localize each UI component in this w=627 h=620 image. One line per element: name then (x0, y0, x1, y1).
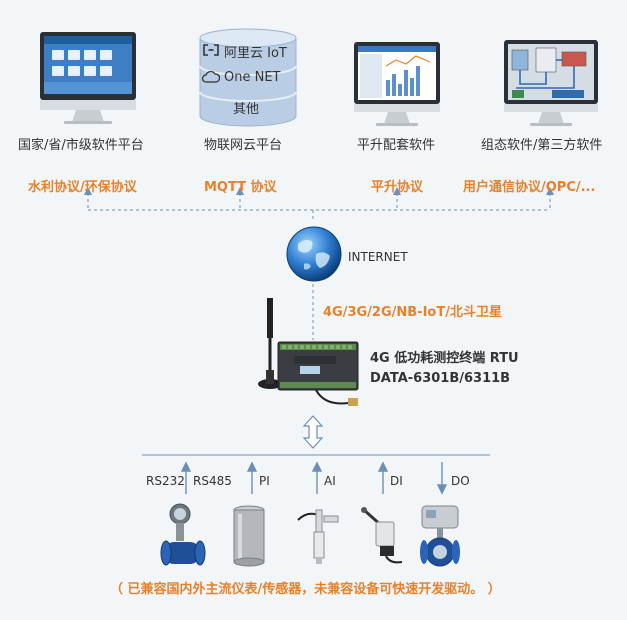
monitor-icon (354, 42, 440, 126)
flowmeter-icon (160, 503, 206, 566)
network-label: 4G/3G/2G/NB-IoT/北斗卫星 (323, 305, 502, 320)
interface-label-do: DO (451, 474, 470, 488)
pressure-sensor-icon (297, 509, 339, 564)
protocol-label-mqtt: MQTT 协议 (204, 180, 277, 195)
rtu-name: 4G 低功耗测控终端 RTU (370, 351, 519, 366)
platform-label-iot-cloud: 物联网云平台 (204, 138, 283, 153)
globe-icon (286, 226, 342, 282)
db-item-onenet: One NET (224, 70, 281, 85)
rtu-model: DATA-6301B/6311B (370, 371, 511, 386)
rtu-device-icon (258, 298, 359, 406)
interface-label-di: DI (390, 474, 403, 488)
compatibility-note: （ 已兼容国内外主流仪表/传感器，未兼容设备可快速开发驱动。 ） (110, 582, 501, 597)
cloud-icon (202, 70, 220, 83)
interface-label-ai: AI (324, 474, 336, 488)
monitor-icon (40, 32, 136, 124)
db-item-aliyun: 阿里云 IoT (224, 46, 287, 61)
platform-label-pingsheng: 平升配套软件 (357, 138, 436, 153)
protocol-label-user: 用户通信协议/OPC/... (463, 180, 596, 195)
interface-label-pi: PI (259, 474, 270, 488)
interface-label-rs485: RS485 (193, 474, 232, 488)
electric-valve-icon (420, 505, 460, 567)
platform-label-scada: 组态软件/第三方软件 (481, 138, 603, 153)
protocol-label-water: 水利协议/环保协议 (28, 180, 137, 195)
cloud-database: 阿里云 IoT One NET 其他 (197, 28, 299, 128)
db-item-other: 其他 (233, 102, 260, 117)
protocol-label-pingsheng: 平升协议 (371, 180, 424, 195)
limit-switch-icon (361, 507, 403, 564)
interface-label-rs232: RS232 (146, 474, 185, 488)
monitor-icon (504, 40, 598, 126)
aliyun-icon (203, 44, 219, 56)
internet-label: INTERNET (348, 250, 408, 264)
platform-label-national: 国家/省/市级软件平台 (18, 138, 144, 153)
bidirectional-arrow-icon (302, 415, 324, 449)
rain-gauge-icon (233, 505, 265, 567)
